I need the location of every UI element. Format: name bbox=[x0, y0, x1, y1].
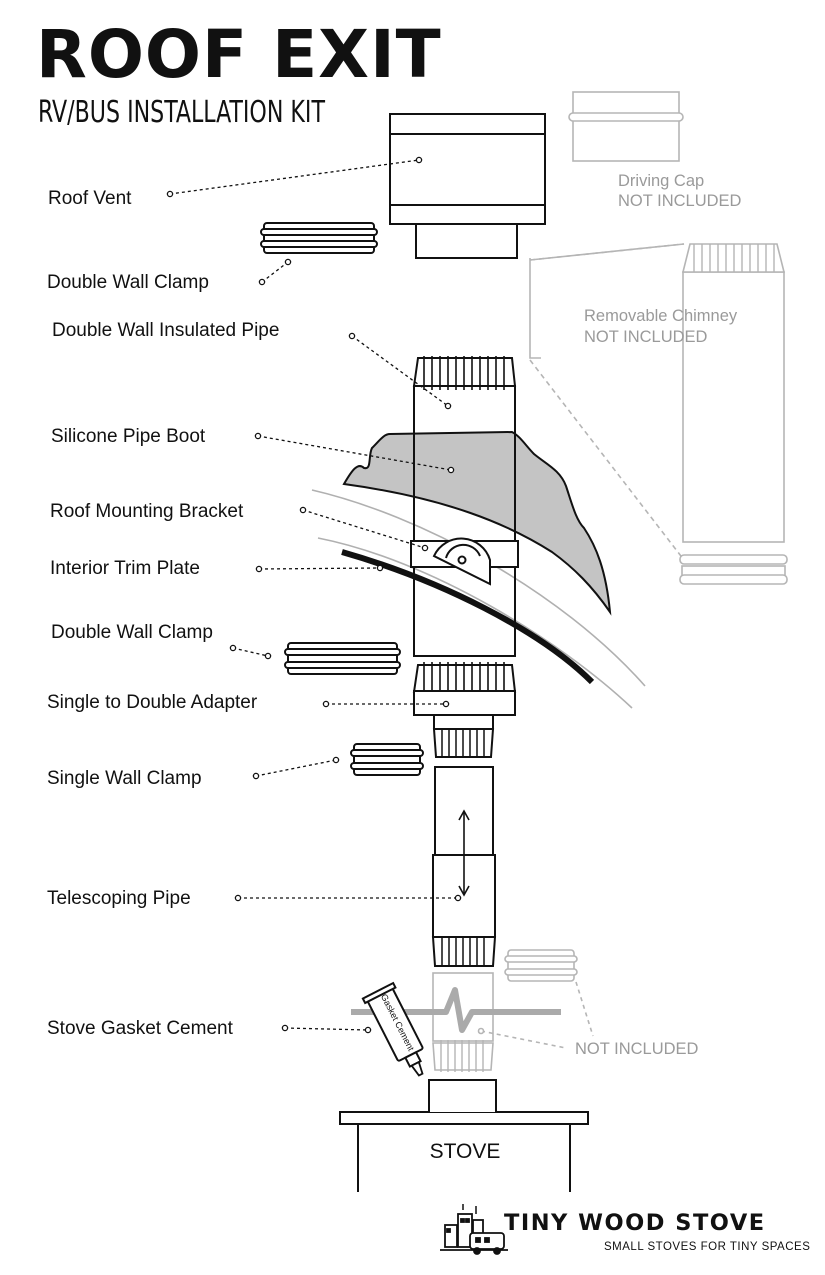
double-wall-clamp-lower-part bbox=[284, 642, 401, 675]
driving-cap-part bbox=[568, 91, 684, 162]
label-removable-chimney: Removable Chimney bbox=[584, 307, 738, 325]
stove-label: STOVE bbox=[429, 1140, 501, 1163]
leader-dots bbox=[166, 156, 462, 1034]
page-title: ROOF EXIT bbox=[36, 16, 442, 93]
label-double-wall-insulated-pipe: Double Wall Insulated Pipe bbox=[52, 320, 280, 341]
single-wall-clamp-part bbox=[350, 743, 424, 776]
silicone-pipe-boot-part bbox=[342, 430, 612, 616]
brand-tagline: SMALL STOVES FOR TINY SPACES bbox=[604, 1241, 811, 1253]
tiny-wood-stove-logo bbox=[440, 1204, 508, 1255]
gasket-cement-tube-part: Gasket Cement bbox=[361, 981, 424, 1077]
roof-vent-part bbox=[389, 113, 546, 259]
telescoping-pipe-part bbox=[431, 766, 497, 967]
stove-pipe-not-included-part bbox=[351, 949, 594, 1072]
label-driving-cap: Driving Cap bbox=[618, 172, 705, 190]
roof-mounting-bracket-part bbox=[410, 537, 519, 586]
double-wall-clamp-top-part bbox=[260, 222, 378, 254]
label-stove-gasket-cement: Stove Gasket Cement bbox=[47, 1018, 233, 1039]
label-roof-vent: Roof Vent bbox=[48, 188, 132, 209]
double-wall-insulated-pipe-part bbox=[412, 356, 517, 657]
label-single-to-double-adapter: Single to Double Adapter bbox=[47, 692, 258, 713]
label-interior-trim-plate: Interior Trim Plate bbox=[50, 558, 200, 579]
note-chimney-not-included: NOT INCLUDED bbox=[584, 328, 708, 346]
label-telescoping-pipe: Telescoping Pipe bbox=[47, 888, 191, 909]
label-double-wall-clamp-lower: Double Wall Clamp bbox=[51, 622, 213, 643]
note-driving-cap-not-included: NOT INCLUDED bbox=[618, 192, 742, 210]
page-subtitle: RV/BUS INSTALLATION KIT bbox=[38, 95, 325, 130]
label-roof-mounting-bracket: Roof Mounting Bracket bbox=[50, 501, 244, 522]
stove-part bbox=[339, 1079, 589, 1192]
removable-chimney-part bbox=[529, 243, 788, 585]
label-silicone-pipe-boot: Silicone Pipe Boot bbox=[51, 426, 206, 447]
label-double-wall-clamp-top: Double Wall Clamp bbox=[47, 272, 209, 293]
leader-lines bbox=[169, 159, 458, 1031]
single-to-double-adapter-part bbox=[412, 662, 517, 758]
label-single-wall-clamp: Single Wall Clamp bbox=[47, 768, 202, 789]
brand-name: TINY WOOD STOVE bbox=[504, 1210, 766, 1236]
note-stove-pipe-not-included: NOT INCLUDED bbox=[575, 1040, 699, 1058]
